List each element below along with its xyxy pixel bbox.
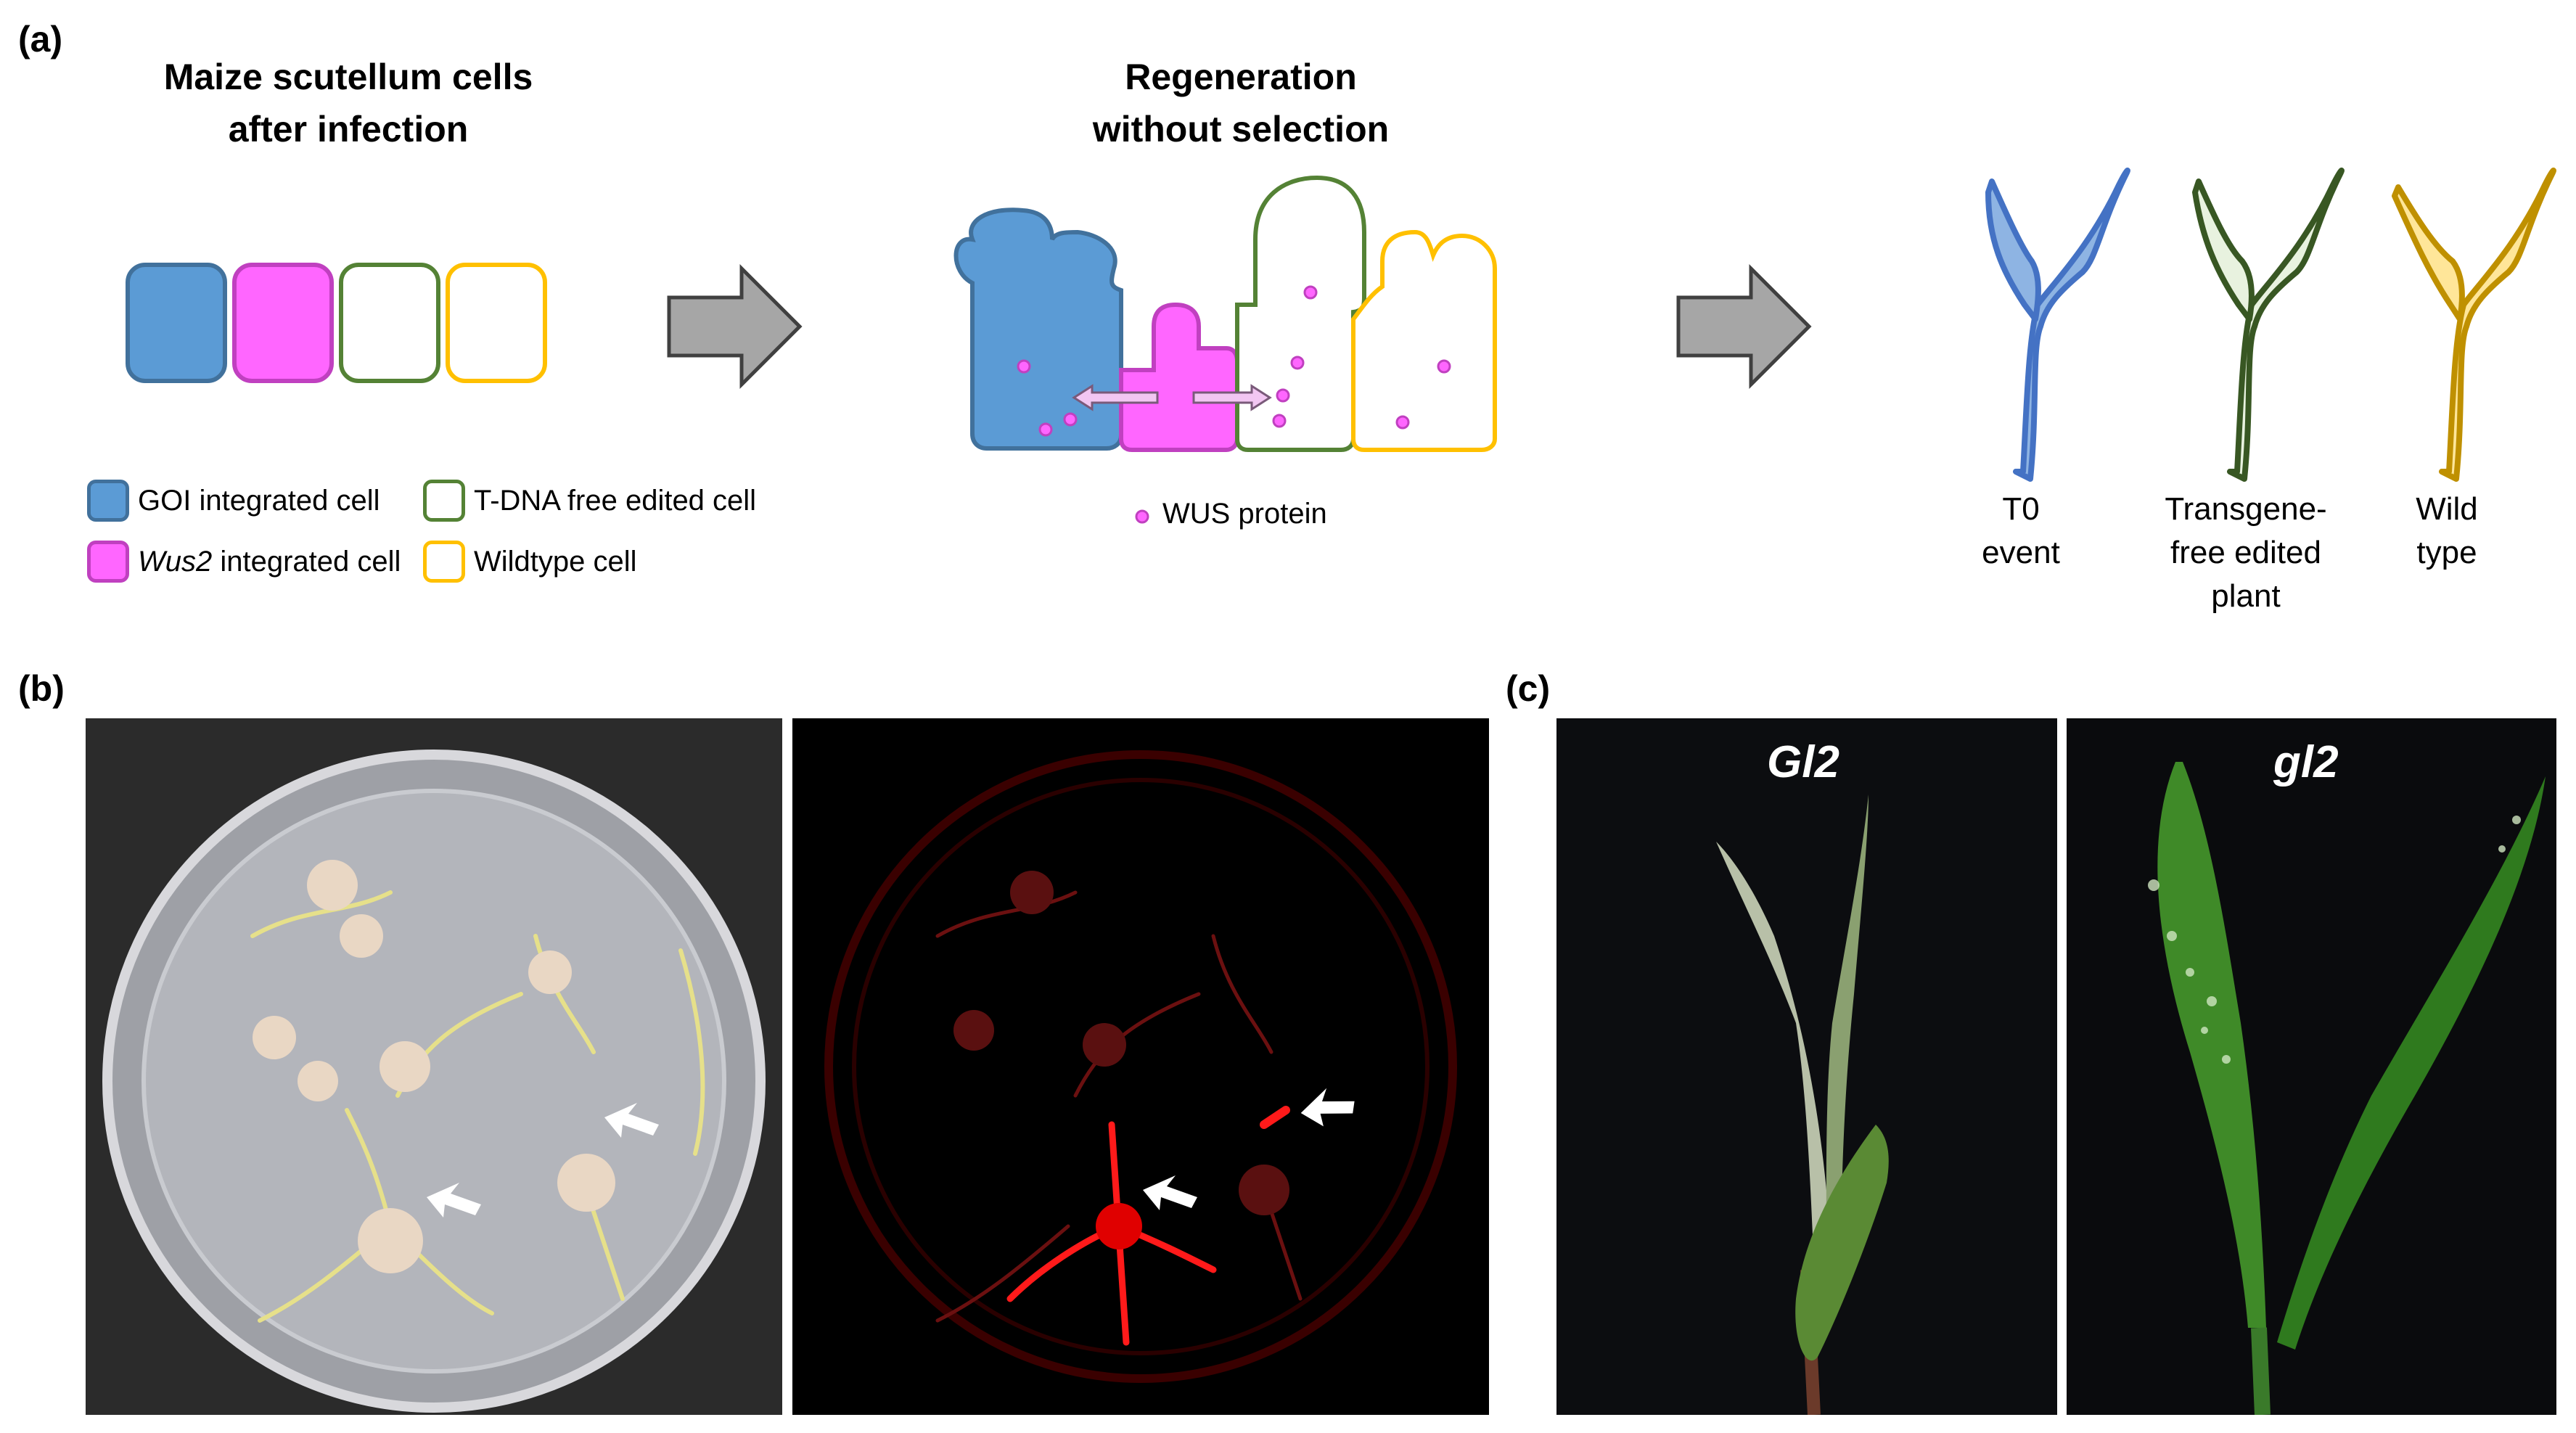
gl2-dominant-label: Gl2 — [1767, 737, 1839, 787]
goi-cell — [126, 263, 227, 383]
transfer-arrow-left — [1072, 384, 1159, 411]
tdna-free-cell — [339, 263, 440, 383]
legend-wus2-rest: integrated cell — [212, 545, 401, 578]
legend-tdna: T-DNA free edited cell — [423, 480, 756, 522]
petri-dish-brightfield-art — [102, 750, 766, 1413]
regenerating-edited-structure — [1235, 175, 1366, 452]
heading-scutellum-cells: Maize scutellum cells after infection — [163, 57, 533, 149]
petri-dish-brightfield-photo — [86, 718, 782, 1415]
process-arrow-1 — [667, 263, 803, 390]
gl2-mutant-label: gl2 — [2273, 737, 2339, 787]
gl2-wildtype-leaf-photo: Gl2 — [1556, 718, 2057, 1415]
legend-goi: GOI integrated cell — [87, 480, 380, 522]
panel-label-c: (c) — [1506, 668, 1551, 709]
panel-label-a: (a) — [18, 19, 63, 59]
legend-wus2-label: Wus2 integrated cell — [138, 546, 401, 578]
arrow-marker-4 — [1143, 1175, 1197, 1210]
wild-type-label: Wild type — [2416, 491, 2478, 570]
t0-event-plant — [1985, 168, 2130, 482]
gl2-mutant-leaf-art — [2148, 762, 2546, 1415]
legend-wus2: Wus2 integrated cell — [87, 541, 401, 583]
legend-goi-swatch — [87, 480, 129, 522]
heading-regeneration: Regeneration without selection — [1092, 57, 1390, 149]
legend-wildtype-label: Wildtype cell — [474, 545, 637, 578]
wus2-cell — [232, 263, 334, 383]
legend-wus2-swatch — [87, 541, 129, 583]
process-arrow-2 — [1676, 263, 1812, 390]
t0-event-label: T0 event — [1982, 491, 2060, 570]
legend-goi-label: GOI integrated cell — [138, 484, 380, 517]
petri-dish-fluorescence-art — [824, 750, 1457, 1383]
legend-wildtype-swatch — [423, 541, 465, 583]
wild-type-plant — [2392, 168, 2556, 482]
regenerating-wildtype-structure — [1351, 229, 1497, 452]
wildtype-cell — [446, 263, 547, 383]
legend-tdna-swatch — [423, 480, 465, 522]
wus-protein-label: WUS protein — [1162, 498, 1327, 530]
wus-protein-dots — [1017, 285, 1451, 524]
gl2-leaf-art — [1716, 794, 1889, 1415]
arrow-marker-3 — [1300, 1088, 1355, 1127]
petri-dish-fluorescence-photo — [792, 718, 1489, 1415]
legend-wus2-gene: Wus2 — [138, 545, 213, 578]
panel-a-diagram — [126, 168, 2556, 524]
legend-tdna-label: T-DNA free edited cell — [474, 484, 757, 517]
transgene-free-edited-plant — [2192, 168, 2345, 482]
panel-label-b: (b) — [18, 668, 65, 709]
transfer-arrow-right — [1192, 384, 1272, 411]
regenerating-wus2-structure — [1119, 302, 1239, 452]
arrow-marker-2 — [427, 1183, 481, 1218]
transgene-free-label: Transgene- free edited plant — [2165, 491, 2327, 614]
arrow-marker-1 — [604, 1103, 659, 1138]
legend-wildtype: Wildtype cell — [423, 541, 637, 583]
fluorescent-plant-2 — [1260, 1106, 1290, 1129]
gl2-mutant-leaf-photo: gl2 — [2067, 718, 2556, 1415]
regenerating-goi-structure — [953, 208, 1123, 451]
